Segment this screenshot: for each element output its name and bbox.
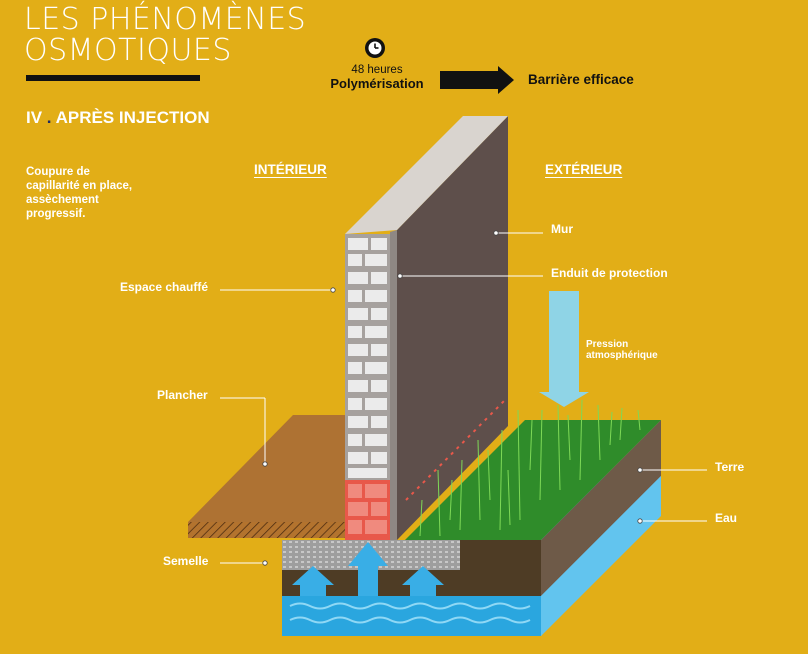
- label-wall: Mur: [551, 222, 573, 236]
- title-line-2: OSMOTIQUES: [24, 33, 232, 68]
- floor-top: [188, 415, 345, 522]
- title-underline: [26, 75, 200, 81]
- page-title: LES PHÉNOMÈNES OSMOTIQUES: [24, 4, 306, 66]
- label-heated-space: Espace chauffé: [120, 280, 209, 294]
- floor-edge: [188, 522, 345, 538]
- interior-heading: INTÉRIEUR: [254, 162, 327, 177]
- title-line-1: LES PHÉNOMÈNES: [24, 2, 307, 37]
- exterior-heading: EXTÉRIEUR: [545, 162, 623, 177]
- water-waves: [289, 602, 531, 624]
- grass-top: [405, 420, 661, 540]
- grass-blades: [419, 399, 641, 537]
- label-floor: Plancher: [157, 388, 208, 402]
- section-dot: .: [46, 108, 52, 127]
- section-heading: IV . APRÈS INJECTION: [26, 108, 210, 128]
- caption-text: Coupure de capillarité en place, assèche…: [26, 166, 133, 220]
- wall-top: [345, 116, 508, 234]
- coating-strip: [390, 230, 397, 540]
- rising-water-arrows: [292, 542, 444, 596]
- timer-block: 48 heures Polymérisation: [318, 64, 436, 92]
- leader-lines: [220, 232, 707, 564]
- label-water: Eau: [715, 511, 738, 525]
- wall-side: [397, 116, 508, 540]
- label-soil: Terre: [715, 460, 745, 474]
- injected-bricks: [345, 480, 390, 540]
- barrier-label: Barrière efficace: [528, 72, 634, 87]
- timer-label: Polymérisation: [330, 76, 424, 91]
- clock-icon: [365, 38, 385, 58]
- label-pressure: Pression atmosphérique: [586, 339, 658, 361]
- section-title: APRÈS INJECTION: [55, 108, 210, 127]
- barrier-arrow: [440, 66, 514, 94]
- brick-rows: [348, 238, 387, 478]
- pressure-arrow: [539, 291, 589, 407]
- timer-duration: 48 heures: [351, 64, 403, 76]
- label-coating: Enduit de protection: [551, 266, 668, 280]
- section-number: IV: [26, 108, 43, 127]
- label-footing: Semelle: [163, 554, 209, 568]
- leader-dots: [262, 230, 643, 566]
